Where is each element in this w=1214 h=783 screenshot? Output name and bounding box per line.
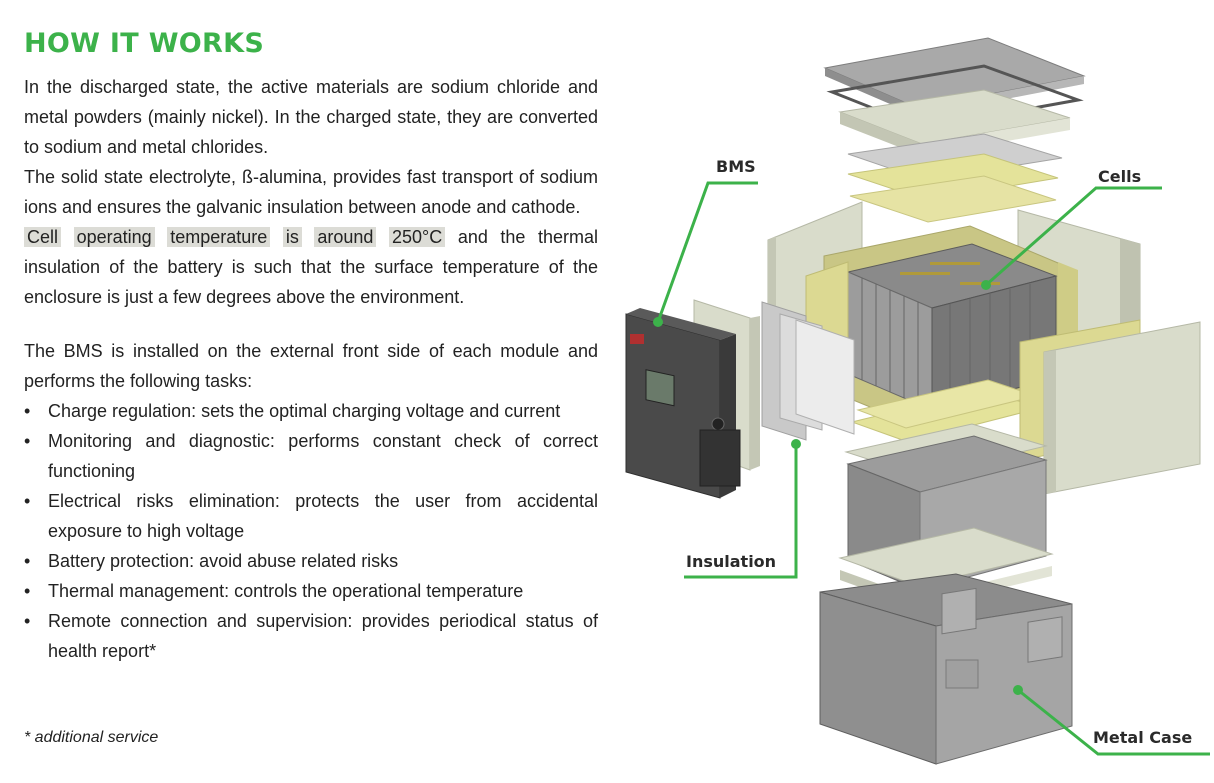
- paragraph-discharged-state: In the discharged state, the active mate…: [24, 77, 598, 157]
- list-item: Electrical risks elimination: protects t…: [24, 486, 598, 546]
- list-item: Thermal management: controls the operati…: [24, 576, 598, 606]
- metal-case-callout-dot: [1013, 685, 1023, 695]
- bms-task-list: Charge regulation: sets the optimal char…: [24, 396, 598, 666]
- insulation-callout-line: [684, 444, 798, 579]
- cells-callout-dot: [981, 280, 991, 290]
- label-insulation: Insulation: [686, 552, 777, 571]
- paragraph-operating-temperature: Cell operating temperature is around 250…: [24, 222, 598, 312]
- metal-case-callout-line: [1017, 688, 1210, 756]
- list-item: Monitoring and diagnostic: performs cons…: [24, 426, 598, 486]
- label-bms: BMS: [716, 157, 756, 176]
- battery-illustration: [625, 37, 1210, 765]
- highlight-word: operating: [73, 227, 155, 247]
- paragraph-electrolyte: The solid state electrolyte, ß-alumina, …: [24, 167, 598, 217]
- bms-callout-dot: [653, 317, 663, 327]
- list-item: Charge regulation: sets the optimal char…: [24, 396, 598, 426]
- highlight-word: is: [282, 227, 302, 247]
- highlight-word: 250°C: [389, 227, 446, 247]
- paragraph-temperature-rest: and the thermal insulation of the batter…: [24, 227, 598, 307]
- label-cells: Cells: [1098, 167, 1142, 186]
- text-column: HOW IT WORKS In the discharged state, th…: [24, 26, 598, 666]
- cells-callout-line: [985, 186, 1162, 287]
- paragraph-bms-intro: The BMS is installed on the external fro…: [24, 341, 598, 391]
- bms-callout-line: [656, 181, 758, 323]
- callout-lines: [656, 181, 1210, 756]
- spacer: [24, 312, 598, 336]
- footnote: * additional service: [24, 729, 159, 746]
- list-item: Remote connection and supervision: provi…: [24, 606, 598, 666]
- highlight-word: Cell: [24, 227, 62, 247]
- highlight-word: around: [314, 227, 377, 247]
- list-item: Battery protection: avoid abuse related …: [24, 546, 598, 576]
- insulation-callout-dot: [791, 439, 801, 449]
- bms-display: [645, 369, 675, 407]
- label-metal-case: Metal Case: [1093, 728, 1193, 747]
- page-title: HOW IT WORKS: [24, 28, 265, 59]
- exploded-battery-diagram: BMS Cells Insulation Metal Case: [600, 0, 1214, 783]
- highlight-word: temperature: [167, 227, 271, 247]
